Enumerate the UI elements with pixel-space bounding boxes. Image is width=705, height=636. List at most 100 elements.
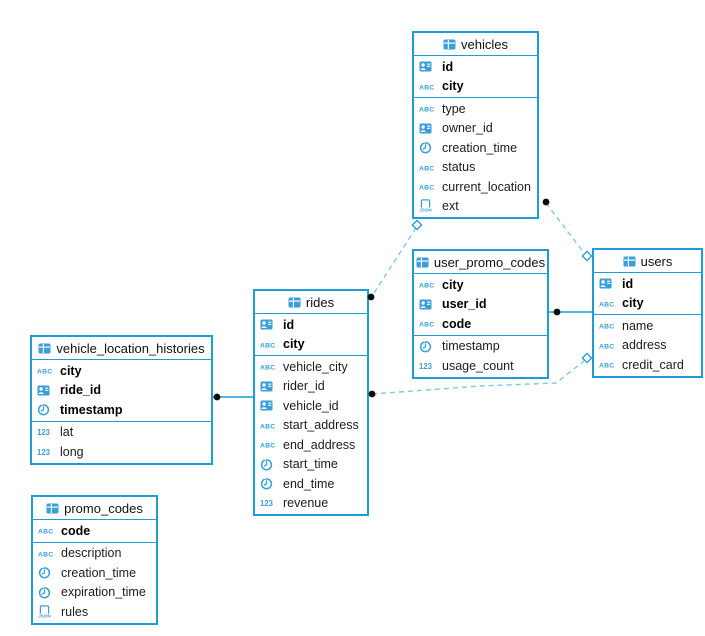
relation-dot bbox=[553, 308, 561, 316]
columns-section: 123 lat 123 long bbox=[32, 422, 211, 463]
column-name: expiration_time bbox=[61, 585, 146, 599]
id-badge-icon bbox=[419, 61, 437, 72]
primary-key-section: ABC code bbox=[33, 520, 156, 543]
column-row: creation_time bbox=[414, 138, 537, 158]
text-type-icon: ABC bbox=[260, 340, 278, 349]
column-name: city bbox=[60, 363, 82, 378]
text-type-icon: ABC bbox=[599, 360, 617, 370]
column-name: id bbox=[442, 59, 454, 74]
relation-dot bbox=[542, 198, 550, 206]
column-name: address bbox=[622, 338, 667, 352]
json-type-icon: JSON bbox=[419, 199, 437, 213]
column-row: JSON ext bbox=[414, 197, 537, 217]
column-row: 123 lat bbox=[32, 423, 211, 443]
column-row: ABC end_address bbox=[255, 435, 367, 455]
number-type-icon: 123 bbox=[37, 427, 55, 437]
column-name: code bbox=[61, 523, 91, 538]
time-type-icon bbox=[38, 585, 56, 599]
time-type-icon bbox=[37, 403, 55, 416]
column-row: ABC code bbox=[33, 521, 156, 541]
table-header: vehicles bbox=[414, 33, 537, 56]
relation-vehicles-users bbox=[545, 202, 585, 254]
table-icon bbox=[443, 39, 456, 50]
text-type-icon: ABC bbox=[38, 549, 56, 558]
relation-rides-vehicles bbox=[371, 227, 417, 297]
column-row: creation_time bbox=[33, 563, 156, 583]
text-type-icon: ABC bbox=[599, 299, 617, 308]
column-row: ABC start_address bbox=[255, 416, 367, 436]
table-header: users bbox=[594, 250, 701, 273]
svg-text:123: 123 bbox=[37, 428, 51, 437]
column-row: start_time bbox=[255, 455, 367, 475]
id-badge-icon bbox=[599, 278, 617, 289]
relation-dot bbox=[368, 390, 376, 398]
column-name: city bbox=[622, 296, 644, 310]
column-name: vehicle_city bbox=[283, 359, 348, 374]
text-type-icon: ABC bbox=[419, 104, 437, 114]
svg-text:ABC: ABC bbox=[419, 322, 434, 329]
svg-text:ABC: ABC bbox=[260, 423, 275, 430]
column-name: rules bbox=[61, 604, 89, 619]
text-type-icon: ABC bbox=[260, 440, 278, 450]
column-name: long bbox=[60, 444, 84, 459]
relation-diamond bbox=[581, 352, 593, 364]
column-name: rider_id bbox=[283, 379, 325, 393]
column-row: JSON rules bbox=[33, 602, 156, 622]
table-icon bbox=[416, 257, 429, 268]
column-name: ext bbox=[442, 199, 459, 213]
id-badge-icon bbox=[260, 381, 278, 392]
time-type-icon bbox=[419, 141, 437, 154]
column-name: start_time bbox=[283, 457, 338, 471]
column-name: timestamp bbox=[442, 339, 500, 353]
table-icon bbox=[46, 503, 59, 514]
column-name: end_address bbox=[283, 437, 356, 452]
column-name: lat bbox=[60, 425, 74, 439]
column-row: owner_id bbox=[414, 119, 537, 139]
table-header: user_promo_codes bbox=[414, 251, 547, 274]
column-row: timestamp bbox=[32, 400, 211, 420]
text-type-icon: ABC bbox=[38, 526, 56, 536]
table-title: rides bbox=[305, 294, 335, 310]
id-badge-icon bbox=[419, 123, 437, 134]
svg-text:JSON: JSON bbox=[38, 613, 51, 618]
column-row: 123 long bbox=[32, 442, 211, 462]
number-type-icon: 123 bbox=[260, 498, 278, 508]
svg-text:123: 123 bbox=[260, 499, 274, 508]
column-name: creation_time bbox=[61, 565, 137, 580]
svg-text:ABC: ABC bbox=[419, 283, 434, 290]
table-title: users bbox=[640, 253, 673, 269]
column-name: start_address bbox=[283, 418, 359, 432]
column-row: vehicle_id bbox=[255, 396, 367, 416]
number-type-icon: 123 bbox=[37, 447, 55, 457]
column-name: end_time bbox=[283, 476, 335, 491]
column-row: id bbox=[255, 315, 367, 335]
number-type-icon: 123 bbox=[419, 361, 437, 371]
text-type-icon: ABC bbox=[419, 182, 437, 192]
relation-diamond bbox=[411, 219, 423, 231]
column-name: user_id bbox=[442, 297, 487, 311]
column-row: end_time bbox=[255, 474, 367, 494]
time-type-icon bbox=[38, 566, 56, 579]
column-name: id bbox=[622, 276, 634, 291]
relation-diamond bbox=[581, 250, 593, 262]
json-type-icon: JSON bbox=[38, 605, 56, 619]
